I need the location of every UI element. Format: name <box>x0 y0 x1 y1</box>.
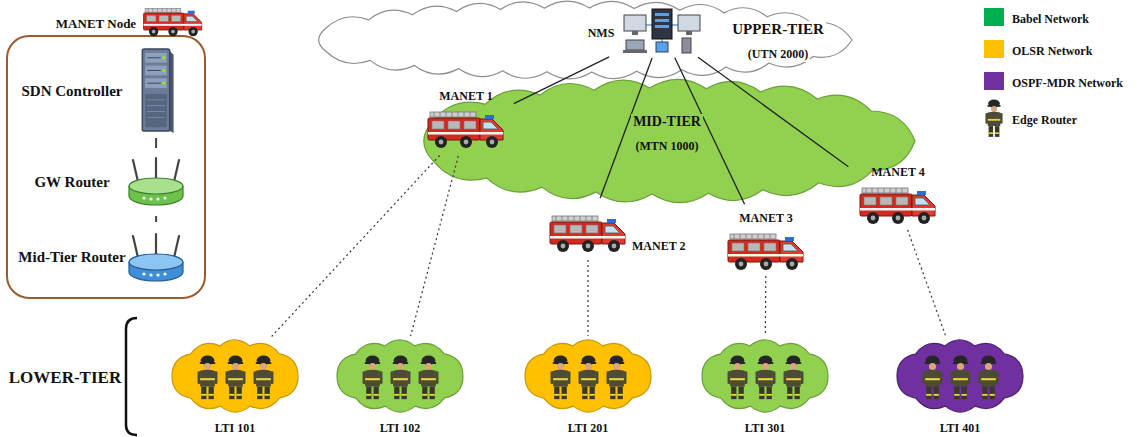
lti-cloud-shape <box>890 338 1030 414</box>
nms-station: NMS <box>582 6 704 56</box>
manet-label: MANET 1 <box>439 90 492 104</box>
edge-router-icon <box>985 98 1003 138</box>
panel-heading: MANET Node <box>56 17 136 32</box>
device-label: GW Router <box>34 174 109 191</box>
fire-truck-icon <box>548 208 628 254</box>
legend-text: OSPF-MDR Network <box>1012 77 1123 91</box>
text-slot: GW Router <box>18 173 126 191</box>
fire-truck-icon <box>726 226 806 272</box>
manet-truck-node: MANET 4 <box>850 160 946 228</box>
network-link <box>765 276 767 336</box>
legend-swatch <box>984 40 1004 58</box>
tier-cloud-shape <box>300 0 860 80</box>
lti-cloud-shape <box>518 338 658 414</box>
lti-cloud: LTI 101 <box>165 338 305 434</box>
text-slot: LTI 101 <box>165 418 305 436</box>
tier-label: (MTN 1000) <box>634 140 701 154</box>
sdn-controller-box: SDN Controller <box>18 46 198 136</box>
text-slot: NMS <box>582 23 620 41</box>
manet-label: MANET 3 <box>739 212 792 226</box>
manet-label: MANET 2 <box>632 240 685 254</box>
text-slot: Edge Router <box>1012 110 1140 128</box>
manet-truck-node: MANET 3 <box>718 206 814 274</box>
lti-cloud-shape <box>695 338 835 414</box>
mid-tier-router-box: Mid-Tier Router <box>18 224 198 290</box>
text-slot: MANET 4 <box>850 162 946 180</box>
text-slot: Babel Network <box>1012 9 1140 27</box>
gw-router-icon <box>126 156 186 208</box>
network-link <box>155 138 157 148</box>
network-link <box>272 156 440 337</box>
lti-label: LTI 401 <box>940 422 981 436</box>
legend-text: Edge Router <box>1012 114 1077 128</box>
fire-truck-icon <box>858 180 938 226</box>
device-label: Mid-Tier Router <box>18 249 125 266</box>
fire-truck-icon <box>426 104 506 150</box>
device-label: SDN Controller <box>22 83 123 100</box>
nms-label: NMS <box>588 27 615 41</box>
nms-icon <box>622 7 702 55</box>
text-slot: (MTN 1000) <box>607 136 727 154</box>
lti-cloud-shape <box>330 338 470 414</box>
network-link <box>587 260 588 336</box>
text-slot: LOWER-TIER <box>6 368 124 388</box>
tier-label: MID-TIER <box>631 114 703 130</box>
upper-tier-cloud: UPPER-TIER (UTN 2000) NMS <box>300 0 860 80</box>
text-slot: LTI 401 <box>890 418 1030 436</box>
lti-label: LTI 101 <box>215 422 256 436</box>
legend-swatch <box>984 8 1004 26</box>
text-slot: MANET 1 <box>420 86 512 104</box>
manet-label: MANET 4 <box>871 166 924 180</box>
network-link <box>411 156 459 336</box>
text-slot: Mid-Tier Router <box>18 248 126 266</box>
network-link <box>908 230 946 336</box>
lti-label: LTI 201 <box>568 422 609 436</box>
text-slot: (UTN 2000) <box>722 44 834 62</box>
manet-truck-node: MANET 2 <box>548 200 698 258</box>
lti-label: LTI 102 <box>380 422 421 436</box>
text-slot: MANET 2 <box>632 236 698 254</box>
network-link <box>155 216 157 222</box>
lti-label: LTI 301 <box>745 422 786 436</box>
legend-swatch <box>984 72 1004 90</box>
text-slot: SDN Controller <box>18 82 126 100</box>
text-slot: MANET Node <box>46 14 146 32</box>
text-slot: LTI 301 <box>695 418 835 436</box>
sdn-server-icon <box>136 47 176 135</box>
tier-side-label: LOWER-TIER <box>9 368 121 388</box>
lti-cloud: LTI 201 <box>518 338 658 434</box>
legend-text: OLSR Network <box>1012 45 1092 59</box>
mid-tier-cloud: MID-TIER(MTN 1000)MANET 1MANET 2MANET 3M… <box>405 78 925 204</box>
mid-tier-router-icon <box>126 232 186 284</box>
text-slot: MID-TIER <box>607 112 727 130</box>
gw-router-box: GW Router <box>18 150 198 214</box>
text-slot: OSPF-MDR Network <box>1012 73 1140 91</box>
text-slot: OLSR Network <box>1012 41 1140 59</box>
tier-label: (UTN 2000) <box>746 48 810 62</box>
lti-cloud: LTI 301 <box>695 338 835 434</box>
lti-cloud-shape <box>165 338 305 414</box>
text-slot: LTI 102 <box>330 418 470 436</box>
lti-cloud: LTI 401 <box>890 338 1030 434</box>
manet-truck-node: MANET 1 <box>420 84 512 154</box>
text-slot: LTI 201 <box>518 418 658 436</box>
manet-node-panel: MANET NodeSDN Controller GW RouterMid-Tie… <box>6 2 206 300</box>
lti-cloud: LTI 102 <box>330 338 470 434</box>
fire-truck-icon <box>142 2 204 38</box>
bracket-line <box>126 318 137 435</box>
tier-label: UPPER-TIER <box>730 21 826 38</box>
text-slot: MANET 3 <box>718 208 814 226</box>
legend-text: Babel Network <box>1012 13 1089 27</box>
text-slot: UPPER-TIER <box>722 20 834 38</box>
